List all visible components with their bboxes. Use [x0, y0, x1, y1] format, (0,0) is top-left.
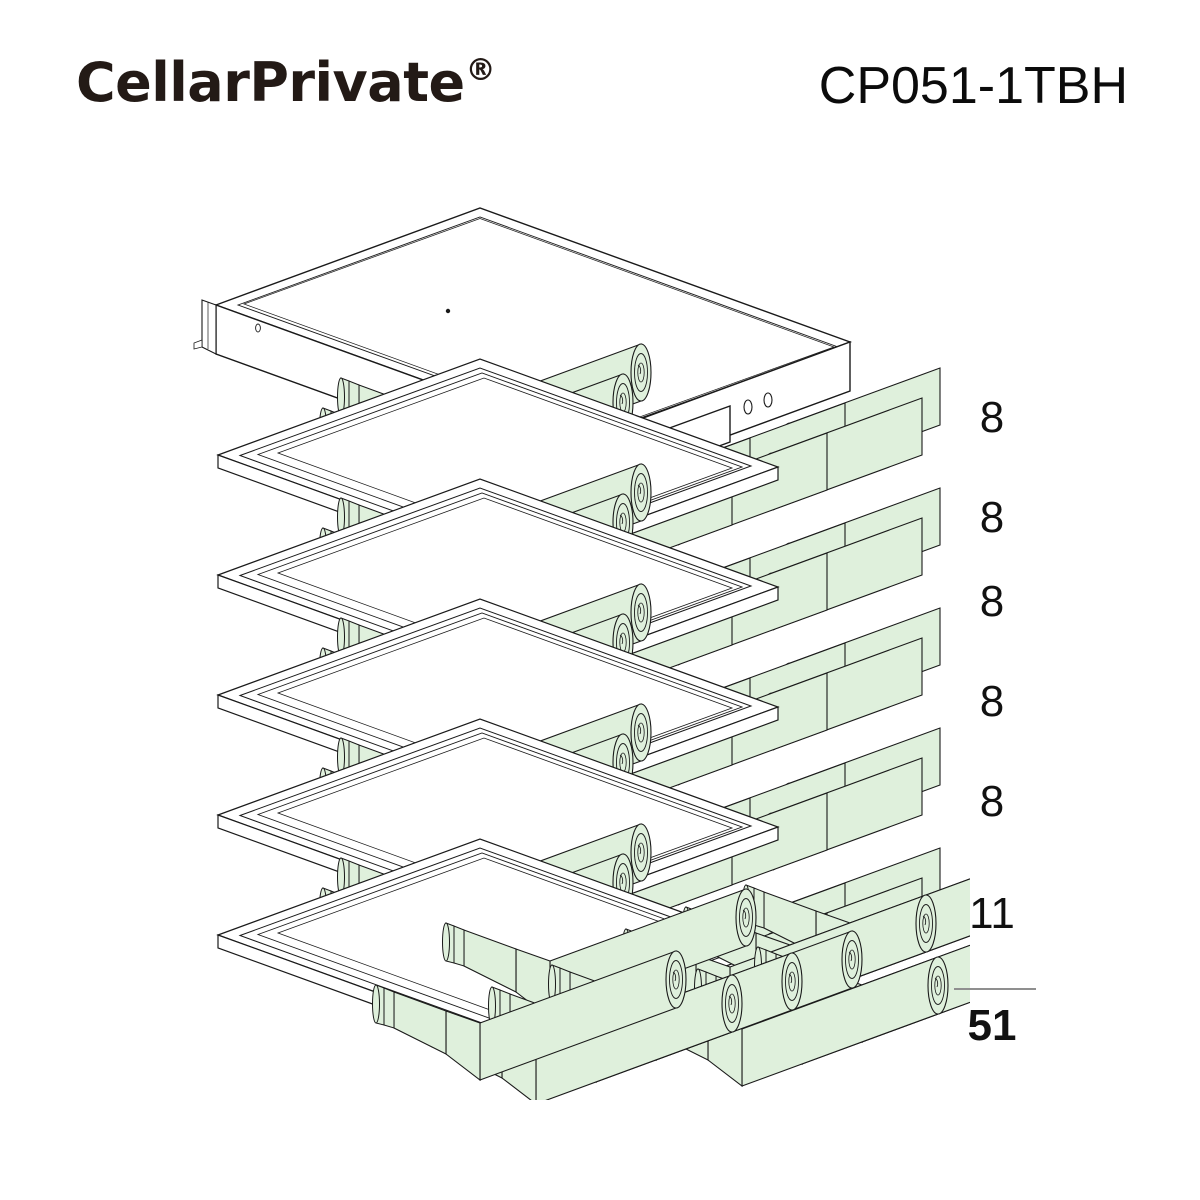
brand-logo: CellarPrivate®: [76, 53, 496, 110]
shelf-capacity-4: 8: [979, 677, 1005, 726]
total-divider-rule: [954, 988, 1036, 990]
bottom-bin-capacity: 11: [969, 889, 1015, 938]
cabinet-svg: [193, 207, 970, 1100]
shelf-capacity-2: 8: [979, 493, 1005, 542]
screw-icon: [445, 308, 451, 314]
total-capacity: 51: [967, 1001, 1017, 1050]
capacity-column: 8 8 8 8 8 11 51: [940, 380, 1080, 1060]
model-code: CP051-1TBH: [818, 57, 1128, 115]
shelf-capacity-3: 8: [979, 577, 1005, 626]
control-button[interactable]: [763, 392, 773, 408]
shelf-capacity-1: 8: [979, 393, 1005, 442]
screw-icon: [255, 323, 261, 333]
brand-name: CellarPrivate: [76, 51, 465, 114]
shelf-capacity-5: 8: [979, 777, 1005, 826]
control-button[interactable]: [743, 399, 753, 415]
wine-cabinet-drawing: [150, 180, 970, 1100]
registered-trademark-icon: ®: [465, 53, 496, 88]
